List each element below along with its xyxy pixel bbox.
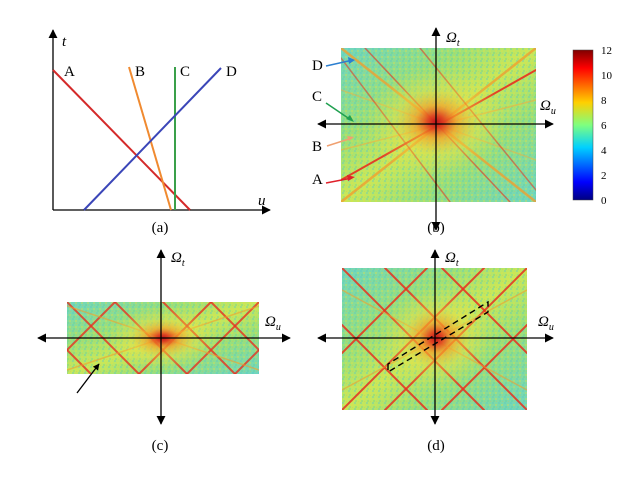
line-c-label: C	[180, 64, 190, 80]
panel-c: Ωt Ωu (c)	[37, 249, 291, 454]
svg-text:2: 2	[601, 170, 607, 182]
omega-u-label-c: Ωu	[265, 314, 281, 333]
pointer-b-label: B	[312, 139, 322, 155]
colorbar	[572, 49, 594, 201]
svg-text:12: 12	[601, 45, 612, 57]
caption-b: (b)	[427, 220, 445, 236]
panel-d: Ωt Ωu (d)	[317, 249, 554, 454]
line-d	[83, 67, 222, 211]
panel-a: t u A B C D (a)	[48, 29, 271, 236]
svg-text:6: 6	[601, 120, 607, 132]
line-a-label: A	[64, 64, 75, 80]
caption-a: (a)	[152, 220, 169, 236]
spectrum-b	[341, 48, 536, 202]
panel-b: Ωt Ωu D C B A 12 10 8 6 4 2 0 (b)	[312, 27, 613, 236]
pointer-a-label: A	[312, 172, 323, 188]
omega-t-label-b: Ωt	[446, 30, 460, 49]
pointer-c-label: C	[312, 89, 322, 105]
omega-t-label-c: Ωt	[171, 250, 185, 269]
t-axis-label: t	[62, 34, 67, 50]
svg-text:8: 8	[601, 95, 607, 107]
svg-text:10: 10	[601, 70, 613, 82]
pointer-b	[326, 137, 353, 147]
u-axis-label: u	[258, 193, 266, 209]
omega-u-label-b: Ωu	[540, 98, 556, 117]
caption-c: (c)	[152, 438, 169, 454]
pointer-arrow-c	[76, 363, 100, 394]
caption-d: (d)	[427, 438, 445, 454]
line-a	[52, 69, 191, 211]
dashed-region-d	[387, 300, 489, 374]
pointer-c	[325, 102, 352, 121]
line-b-label: B	[135, 64, 145, 80]
colorbar-ticks: 12 10 8 6 4 2 0	[601, 45, 613, 207]
line-d-label: D	[226, 64, 237, 80]
pointer-d	[325, 59, 354, 67]
svg-text:0: 0	[601, 195, 607, 207]
omega-u-label-d: Ωu	[538, 314, 554, 333]
pointer-d-label: D	[312, 58, 323, 74]
svg-text:4: 4	[601, 145, 607, 157]
omega-t-label-d: Ωt	[445, 250, 459, 269]
line-b	[128, 66, 172, 211]
